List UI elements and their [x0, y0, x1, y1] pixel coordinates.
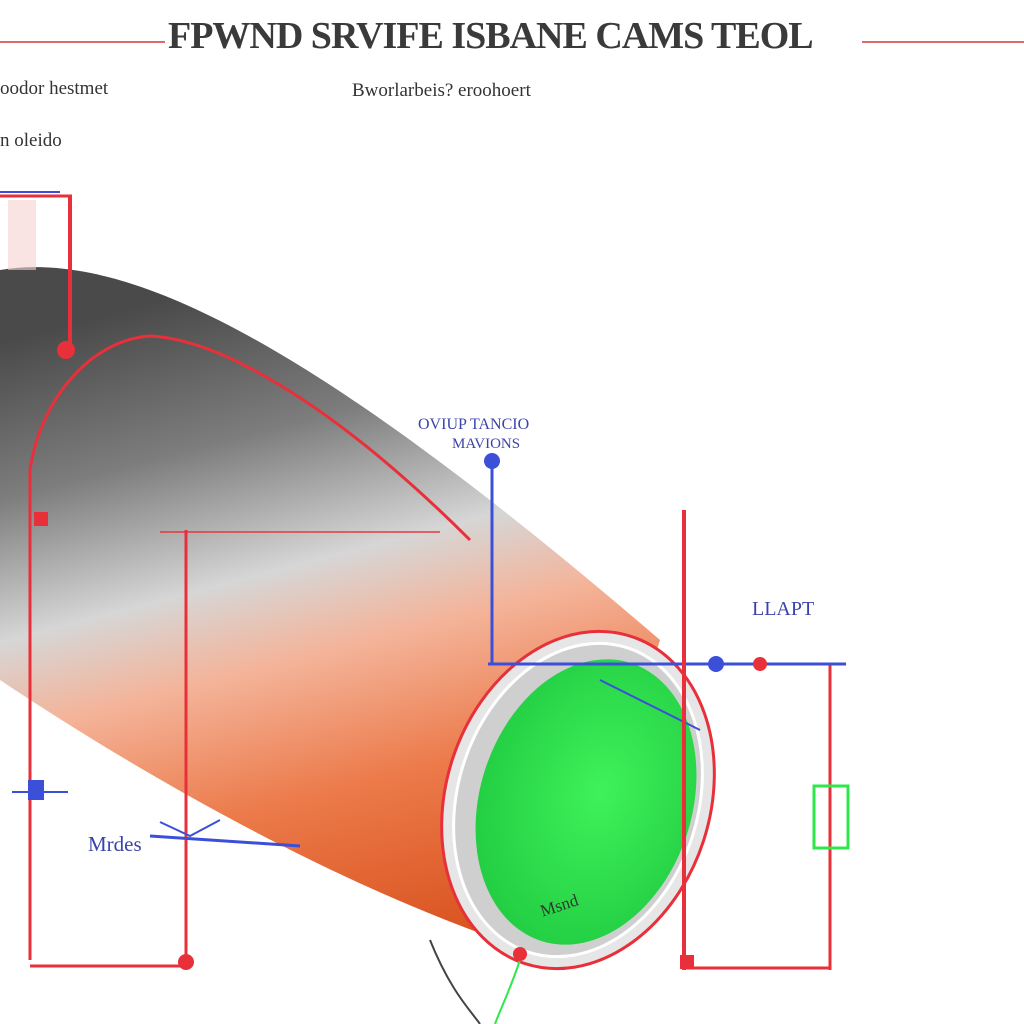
- cross-section-face: [475, 659, 697, 945]
- diagram-title: FPWND SRVIFE ISBANE CAMS TEOL: [168, 15, 814, 57]
- label-top-left-sub: n oleido: [0, 130, 62, 151]
- title-rule-right: [862, 41, 1024, 43]
- title-rule-left: [0, 41, 165, 43]
- red-outline-loop: [28, 334, 472, 960]
- label-left: Mrdes: [88, 832, 142, 856]
- callout-top-sub: MAVIONS: [452, 436, 521, 452]
- label-right: LLAPT: [752, 598, 815, 620]
- callout-top: OVIUP TANCIO: [418, 416, 530, 433]
- label-top-center: Bworlarbeis? eroohoert: [352, 80, 531, 101]
- label-top-left: oodor hestmet: [0, 78, 109, 99]
